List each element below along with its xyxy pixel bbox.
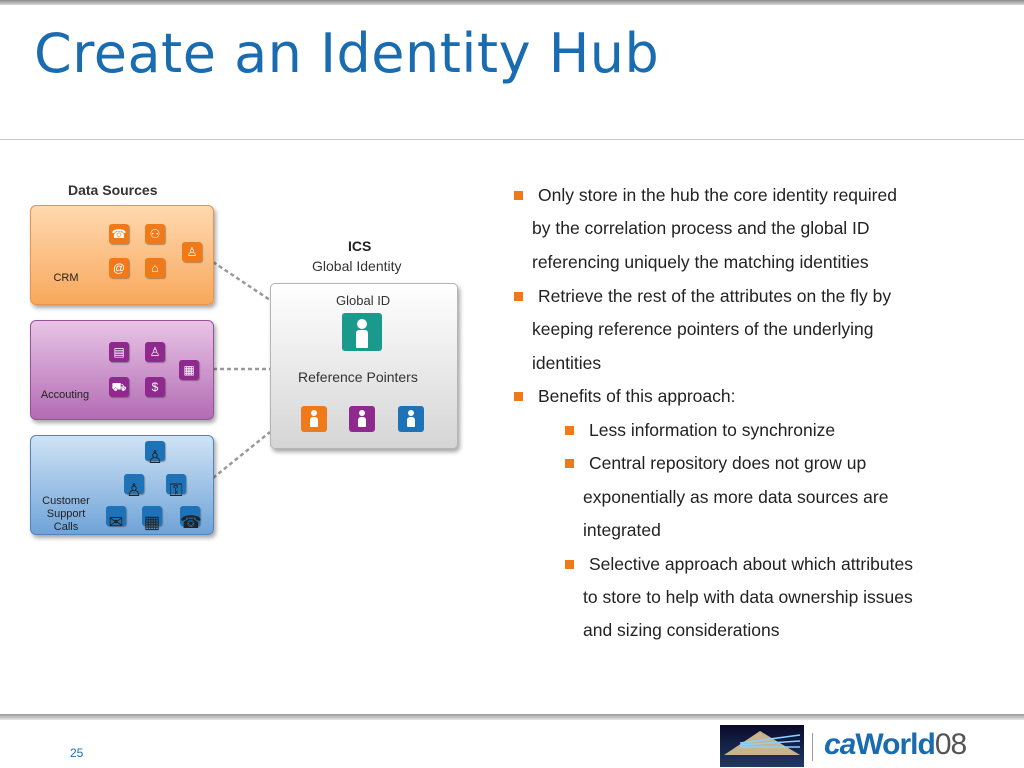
subbullet-2-line-1: Central repository does not grow up — [589, 453, 867, 473]
cart-icon: ⛟ — [109, 377, 129, 397]
subbullet-3-line-2: to store to help with data ownership iss… — [583, 587, 913, 607]
bullet-square-icon — [514, 292, 523, 301]
bullet-1-line-1: Only store in the hub the core identity … — [538, 185, 897, 205]
radiant-logic-text: RADIANT LOGIC, Inc. — [722, 760, 788, 766]
title-divider — [0, 139, 1024, 140]
reference-person-icon-purple — [349, 406, 375, 432]
support-connector — [212, 431, 271, 479]
radiant-logic-logo — [720, 725, 804, 767]
phone-icon: ☎ — [109, 224, 129, 244]
accounting-label: Accouting — [40, 389, 90, 401]
caworld-logo: caWorld08 — [824, 728, 967, 761]
person-icon: ♙ — [145, 441, 165, 467]
email-icon: @ — [109, 258, 129, 278]
phone-icon: ☎ — [180, 506, 202, 532]
crm-connector — [212, 260, 271, 302]
agent-icon: ♙ — [124, 474, 144, 500]
calendar-icon: ▦ — [179, 360, 199, 380]
group-icon: ⚇ — [145, 224, 165, 244]
reference-person-icon-blue — [398, 406, 424, 432]
bullet-square-icon — [514, 191, 523, 200]
subbullet-3-line-3: and sizing considerations — [583, 620, 780, 640]
bullet-square-icon — [514, 392, 523, 401]
bullet-2-line-1: Retrieve the rest of the attributes on t… — [538, 286, 892, 306]
bullet-2-line-3: identities — [532, 353, 602, 373]
subbullet-2-line-2: exponentially as more data sources are — [583, 487, 889, 507]
document-icon: ▤ — [109, 342, 129, 362]
person-icon: ♙ — [182, 242, 202, 262]
home-icon: ⌂ — [145, 258, 165, 278]
logo-divider — [812, 733, 813, 761]
footer-bar — [0, 714, 1024, 720]
reference-person-icon-orange — [301, 406, 327, 432]
subbullet-square-icon — [565, 426, 574, 435]
crm-label: CRM — [53, 272, 79, 284]
subbullet-1-line-1: Less information to synchronize — [589, 420, 836, 440]
ics-title: ICS — [348, 238, 372, 254]
chat-icon: ✉ — [106, 506, 126, 532]
bullet-1-line-3: referencing uniquely the matching identi… — [532, 252, 869, 272]
subbullet-square-icon — [565, 459, 574, 468]
subbullet-2-line-3: integrated — [583, 520, 661, 540]
reference-pointers-label: Reference Pointers — [298, 369, 418, 385]
money-icon: $ — [145, 377, 165, 397]
ics-subtitle: Global Identity — [312, 258, 402, 274]
bullet-3-line-1: Benefits of this approach: — [538, 386, 736, 406]
person-icon: ♙ — [145, 342, 165, 362]
calendar-icon: ▦ — [142, 506, 162, 532]
global-id-person-icon — [342, 313, 382, 351]
bullet-1-line-2: by the correlation process and the globa… — [532, 218, 870, 238]
radiant-logic-emblem-icon — [724, 731, 801, 755]
key-icon: ⚿ — [166, 474, 186, 500]
bullet-2-line-2: keeping reference pointers of the underl… — [532, 319, 874, 339]
data-sources-title: Data Sources — [68, 182, 158, 198]
support-label: Customer Support Calls — [42, 495, 90, 533]
subbullet-square-icon — [565, 560, 574, 569]
page-number: 25 — [70, 746, 84, 760]
top-bar — [0, 0, 1024, 5]
subbullet-3-line-1: Selective approach about which attribute… — [589, 554, 913, 574]
global-id-label: Global ID — [336, 293, 391, 308]
slide-title: Create an Identity Hub — [34, 22, 660, 85]
